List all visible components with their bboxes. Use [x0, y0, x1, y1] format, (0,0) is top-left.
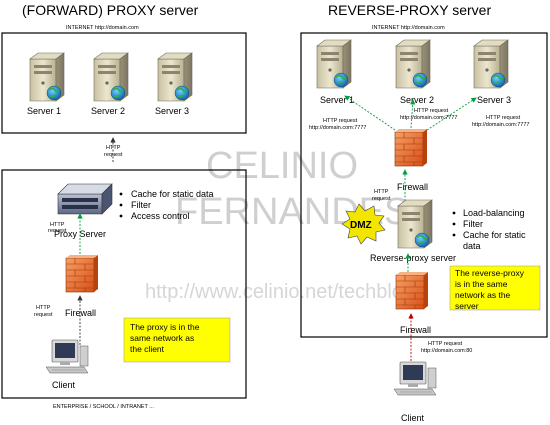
forward-http-label-2: request [104, 152, 123, 158]
forward-client-icon [45, 339, 89, 374]
watermark-line1: CELINIO [206, 145, 358, 187]
reverse-server-3-label: Server 3 [477, 95, 511, 105]
reverse-req-proxy-2: request [372, 196, 391, 202]
reverse-proxy-panel: REVERSE-PROXY server INTERNET http://dom… [300, 2, 548, 423]
proxy-server-label: Proxy Server [54, 229, 106, 239]
reverse-arrow-server-2 [409, 99, 416, 129]
forward-internet-label: INTERNET http://domain.com [66, 25, 139, 31]
forward-http-client-1: HTTP [36, 305, 51, 311]
forward-proxy-panel: (FORWARD) PROXY server INTERNET http://d… [1, 2, 247, 410]
forward-title: (FORWARD) PROXY server [22, 2, 199, 18]
proxy-server-icon [57, 183, 113, 215]
reverse-req-client-1: HTTP request [428, 341, 463, 347]
forward-feature-list: Cache for static data Filter Access cont… [119, 189, 214, 221]
forward-feature-filter: Filter [131, 200, 151, 210]
reverse-arrow-server-1 [344, 95, 399, 133]
forward-note: The proxy is in the same network as the … [123, 317, 231, 363]
reverse-req-mid-1: HTTP request [414, 108, 449, 114]
reverse-req-proxy-1: HTTP [374, 189, 389, 195]
reverse-title: REVERSE-PROXY server [328, 2, 491, 18]
reverse-server-1-label: Server 1 [320, 95, 354, 105]
reverse-internet-box [300, 32, 548, 338]
forward-firewall-label: Firewall [65, 308, 96, 318]
reverse-feature-lb: Load-balancing [463, 208, 525, 218]
forward-server-3-icon [157, 52, 193, 102]
forward-feature-access: Access control [131, 211, 190, 221]
reverse-feature-list: Load-balancing Filter Cache for static d… [452, 208, 526, 251]
forward-enterprise-box [1, 169, 247, 399]
reverse-req-right-1: HTTP request [486, 115, 521, 121]
forward-server-2-label: Server 2 [91, 106, 125, 116]
forward-note-line1: The proxy is in the [130, 322, 200, 332]
reverse-client-icon [393, 361, 437, 396]
forward-server-1-icon [29, 52, 65, 102]
reverse-firewall-bottom-label: Firewall [400, 325, 431, 335]
reverse-req-left-1: HTTP request [323, 118, 358, 124]
reverse-firewall-top-icon [394, 128, 428, 167]
reverse-proxy-server-icon [397, 199, 433, 249]
forward-note-line3: the client [130, 344, 165, 354]
forward-note-line2: same network as [130, 333, 194, 343]
reverse-server-3-icon [473, 39, 509, 89]
reverse-feature-filter: Filter [463, 219, 483, 229]
reverse-client-label: Client [401, 413, 425, 423]
reverse-req-client-2: http://domain.com:80 [421, 348, 472, 354]
reverse-note-line2: is in the same [455, 279, 508, 289]
reverse-server-2-icon [395, 39, 431, 89]
forward-firewall-icon [65, 254, 99, 293]
reverse-req-left-2: http://domain.com:7777 [309, 125, 366, 131]
forward-server-2-icon [93, 52, 129, 102]
forward-feature-cache: Cache for static data [131, 189, 214, 199]
forward-http-label-1: HTTP [106, 145, 121, 151]
forward-http-proxy-1: HTTP [50, 222, 65, 228]
reverse-note-line3: network as the [455, 290, 511, 300]
reverse-note-line4: server [455, 301, 479, 311]
reverse-internet-label: INTERNET http://domain.com [372, 25, 445, 31]
reverse-feature-data: data [463, 241, 481, 251]
reverse-req-right-2: http://domain.com:7777 [472, 122, 529, 128]
reverse-firewall-bottom-icon [395, 271, 429, 310]
forward-enterprise-label: ENTERPRISE / SCHOOL / INTRANET ... [53, 404, 154, 410]
watermark-url: http://www.celinio.net/techblog [145, 281, 414, 303]
forward-http-proxy-2: request [48, 228, 67, 234]
forward-internet-box [1, 32, 247, 134]
reverse-server-1-icon [316, 39, 352, 89]
forward-http-client-2: request [34, 312, 53, 318]
forward-server-1-label: Server 1 [27, 106, 61, 116]
reverse-firewall-top-label: Firewall [397, 182, 428, 192]
reverse-feature-cache: Cache for static [463, 230, 526, 240]
reverse-note: The reverse-proxy is in the same network… [449, 265, 541, 311]
dmz-label: DMZ [350, 220, 372, 231]
reverse-note-line1: The reverse-proxy [455, 268, 525, 278]
reverse-req-mid-2: http://domain.com:7777 [400, 115, 457, 121]
reverse-proxy-label: Reverse-proxy server [370, 253, 456, 263]
forward-client-label: Client [52, 380, 76, 390]
reverse-server-2-label: Server 2 [400, 95, 434, 105]
dmz-badge: DMZ [341, 203, 386, 245]
forward-server-3-label: Server 3 [155, 106, 189, 116]
